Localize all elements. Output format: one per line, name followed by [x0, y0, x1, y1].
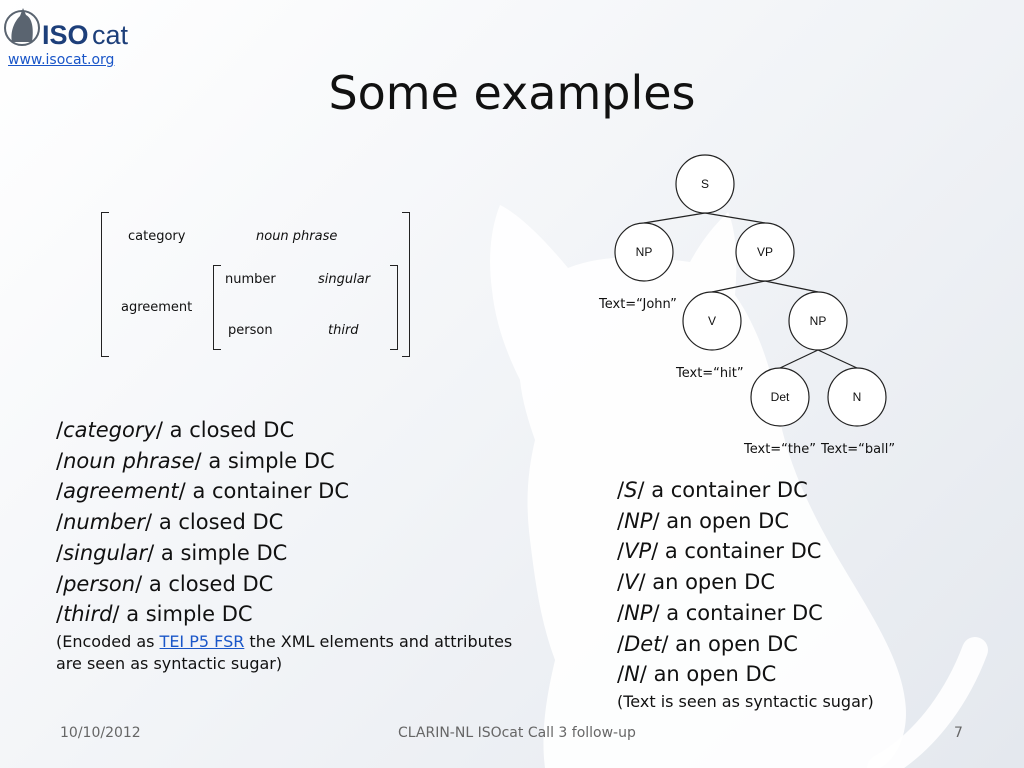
avm-attr-person: person: [228, 323, 273, 338]
left-dc-list: /category/ a closed DC /noun phrase/ a s…: [56, 415, 349, 630]
footer-title: CLARIN-NL ISOcat Call 3 follow-up: [398, 725, 636, 741]
right-dc-list: /S/ a container DC /NP/ an open DC /VP/ …: [617, 475, 823, 690]
cat-logo-icon: [4, 8, 40, 46]
dc-description: a container DC: [666, 600, 823, 625]
left-dc-item: /category/ a closed DC: [56, 418, 295, 442]
dc-description: a simple DC: [208, 448, 335, 473]
dc-description: a simple DC: [126, 602, 253, 627]
tei-p5-fsr-link[interactable]: TEI P5 FSR: [159, 632, 245, 651]
right-dc-item: /V/ an open DC: [617, 570, 775, 595]
tree-node-np2: [788, 291, 848, 351]
dc-term: NP: [624, 508, 653, 533]
note-suffix: the XML elements and attributes: [244, 632, 513, 651]
tree-text-the: Text=“the”: [744, 442, 816, 457]
avm-outer-right-bracket: [402, 212, 410, 357]
dc-term: singular: [63, 540, 148, 565]
dc-term: N: [624, 662, 640, 687]
right-dc-item: /VP/ a container DC: [617, 539, 822, 564]
avm-attr-number: number: [225, 272, 276, 287]
left-dc-item: /singular/ a simple DC: [56, 540, 288, 565]
right-dc-item: /N/ an open DC: [617, 662, 777, 687]
left-encoding-note: (Encoded as TEI P5 FSR the XML elements …: [56, 631, 512, 675]
logo-text-cat: cat: [92, 20, 129, 50]
right-dc-item: /NP/ a container DC: [617, 600, 823, 625]
dc-description: a container DC: [651, 478, 808, 502]
tree-node-label: S: [701, 177, 709, 191]
tree-node-s: [675, 154, 735, 214]
tree-edge: [704, 212, 766, 224]
dc-description: a closed DC: [169, 418, 295, 442]
tree-node-vp: [735, 222, 795, 282]
dc-term: Det: [624, 631, 662, 656]
tree-text-ball: Text=“ball”: [821, 442, 896, 457]
dc-description: a closed DC: [158, 510, 284, 535]
dc-term: agreement: [63, 479, 179, 504]
left-dc-item: /noun phrase/ a simple DC: [56, 448, 335, 473]
avm-outer-left-bracket: [101, 212, 109, 357]
dc-description: a simple DC: [160, 540, 288, 565]
dc-term: NP: [624, 600, 653, 625]
dc-description: a closed DC: [148, 571, 274, 596]
tree-node-n: [827, 367, 887, 427]
note-line: are seen as syntactic sugar): [56, 654, 283, 673]
tree-edge: [643, 212, 706, 224]
tree-node-label: Det: [771, 390, 790, 404]
dc-term: VP: [624, 539, 652, 564]
dc-description: an open DC: [652, 570, 775, 595]
avm-inner-left-bracket: [213, 265, 221, 350]
tree-node-label: NP: [636, 245, 653, 259]
tree-text-hit: Text=“hit”: [676, 366, 744, 381]
dc-description: a container DC: [664, 539, 822, 564]
dc-term: category: [63, 418, 156, 442]
note-prefix: (Encoded as: [56, 632, 160, 651]
tree-text-john: Text=“John”: [599, 297, 677, 312]
tree-node-det: [750, 367, 810, 427]
right-dc-item: /S/ a container DC: [617, 478, 808, 502]
avm-value-singular: singular: [318, 272, 371, 287]
left-dc-item: /third/ a simple DC: [56, 602, 253, 627]
tree-node-label: V: [708, 314, 716, 328]
dc-term: number: [63, 510, 146, 535]
tree-node-label: N: [853, 390, 862, 404]
tree-node-label: VP: [757, 245, 773, 259]
left-dc-item: /agreement/ a container DC: [56, 479, 349, 504]
tree-edge: [817, 349, 858, 369]
avm-inner-right-bracket: [390, 265, 398, 350]
tree-node-v: [682, 291, 742, 351]
dc-description: an open DC: [653, 662, 777, 687]
left-dc-item: /number/ a closed DC: [56, 510, 284, 535]
right-dc-item: /Det/ an open DC: [617, 631, 798, 656]
tree-node-np: [614, 222, 674, 282]
tree-edge: [779, 349, 819, 369]
logo-text-iso: ISO: [42, 20, 89, 50]
right-dc-item: /NP/ an open DC: [617, 508, 789, 533]
dc-description: an open DC: [666, 508, 789, 533]
footer-date: 10/10/2012: [60, 725, 141, 741]
dc-term: S: [624, 478, 638, 502]
tree-node-label: NP: [810, 314, 827, 328]
avm-attr-agreement: agreement: [121, 300, 193, 315]
dc-term: third: [63, 602, 113, 627]
left-dc-item: /person/ a closed DC: [56, 571, 274, 596]
avm-value-noun-phrase: noun phrase: [256, 229, 338, 244]
dc-term: noun phrase: [63, 448, 195, 473]
dc-term: V: [624, 570, 639, 595]
dc-description: an open DC: [675, 631, 798, 656]
slide-title: Some examples: [328, 66, 696, 120]
note-line: (Encoded as TEI P5 FSR the XML elements …: [56, 631, 512, 653]
dc-description: a container DC: [192, 479, 349, 504]
logo-url-link[interactable]: www.isocat.org: [8, 52, 115, 68]
dc-term: person: [63, 571, 136, 596]
tree-edge: [711, 280, 766, 293]
avm-attr-category: category: [128, 229, 186, 244]
isocat-logo: ISO cat: [4, 8, 129, 50]
avm-value-third: third: [328, 323, 359, 338]
slide-number: 7: [954, 725, 963, 741]
right-syntactic-sugar-note: (Text is seen as syntactic sugar): [617, 692, 874, 711]
tree-edge: [764, 280, 819, 293]
